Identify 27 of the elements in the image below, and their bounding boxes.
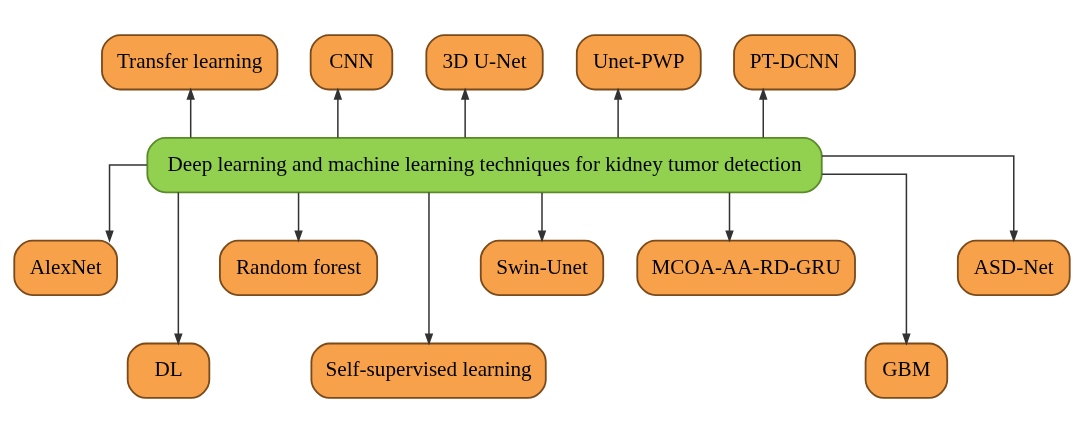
arrow [821, 172, 911, 346]
arrow [821, 154, 1018, 243]
node-box: Deep learning and machine learning techniques for kidney tumor detection [146, 136, 823, 193]
node-box: Transfer learning [101, 33, 279, 90]
arrow [294, 191, 303, 243]
node-box: DL [126, 342, 211, 399]
node-box: PT-DCNN [733, 33, 856, 90]
node-box: Random forest [219, 239, 379, 296]
node-box: Self-supervised learning [310, 342, 547, 399]
arrow [333, 87, 343, 138]
node-box: AlexNet [13, 239, 118, 296]
node-box: Swin-Unet [479, 239, 605, 296]
node-box: ASD-Net [956, 239, 1071, 296]
arrow [613, 87, 623, 138]
arrow [460, 87, 470, 138]
arrow [174, 191, 183, 346]
arrow [186, 87, 195, 138]
node-box: MCOA-AA-RD-GRU [636, 239, 856, 296]
arrow [759, 87, 768, 138]
node-box: Unet-PWP [575, 33, 702, 90]
arrow [537, 191, 547, 243]
arrow [725, 191, 734, 243]
arrow [424, 191, 434, 346]
arrow [105, 163, 148, 243]
node-box: CNN [309, 33, 394, 90]
node-box: 3D U-Net [425, 33, 544, 90]
node-box: GBM [864, 342, 949, 399]
